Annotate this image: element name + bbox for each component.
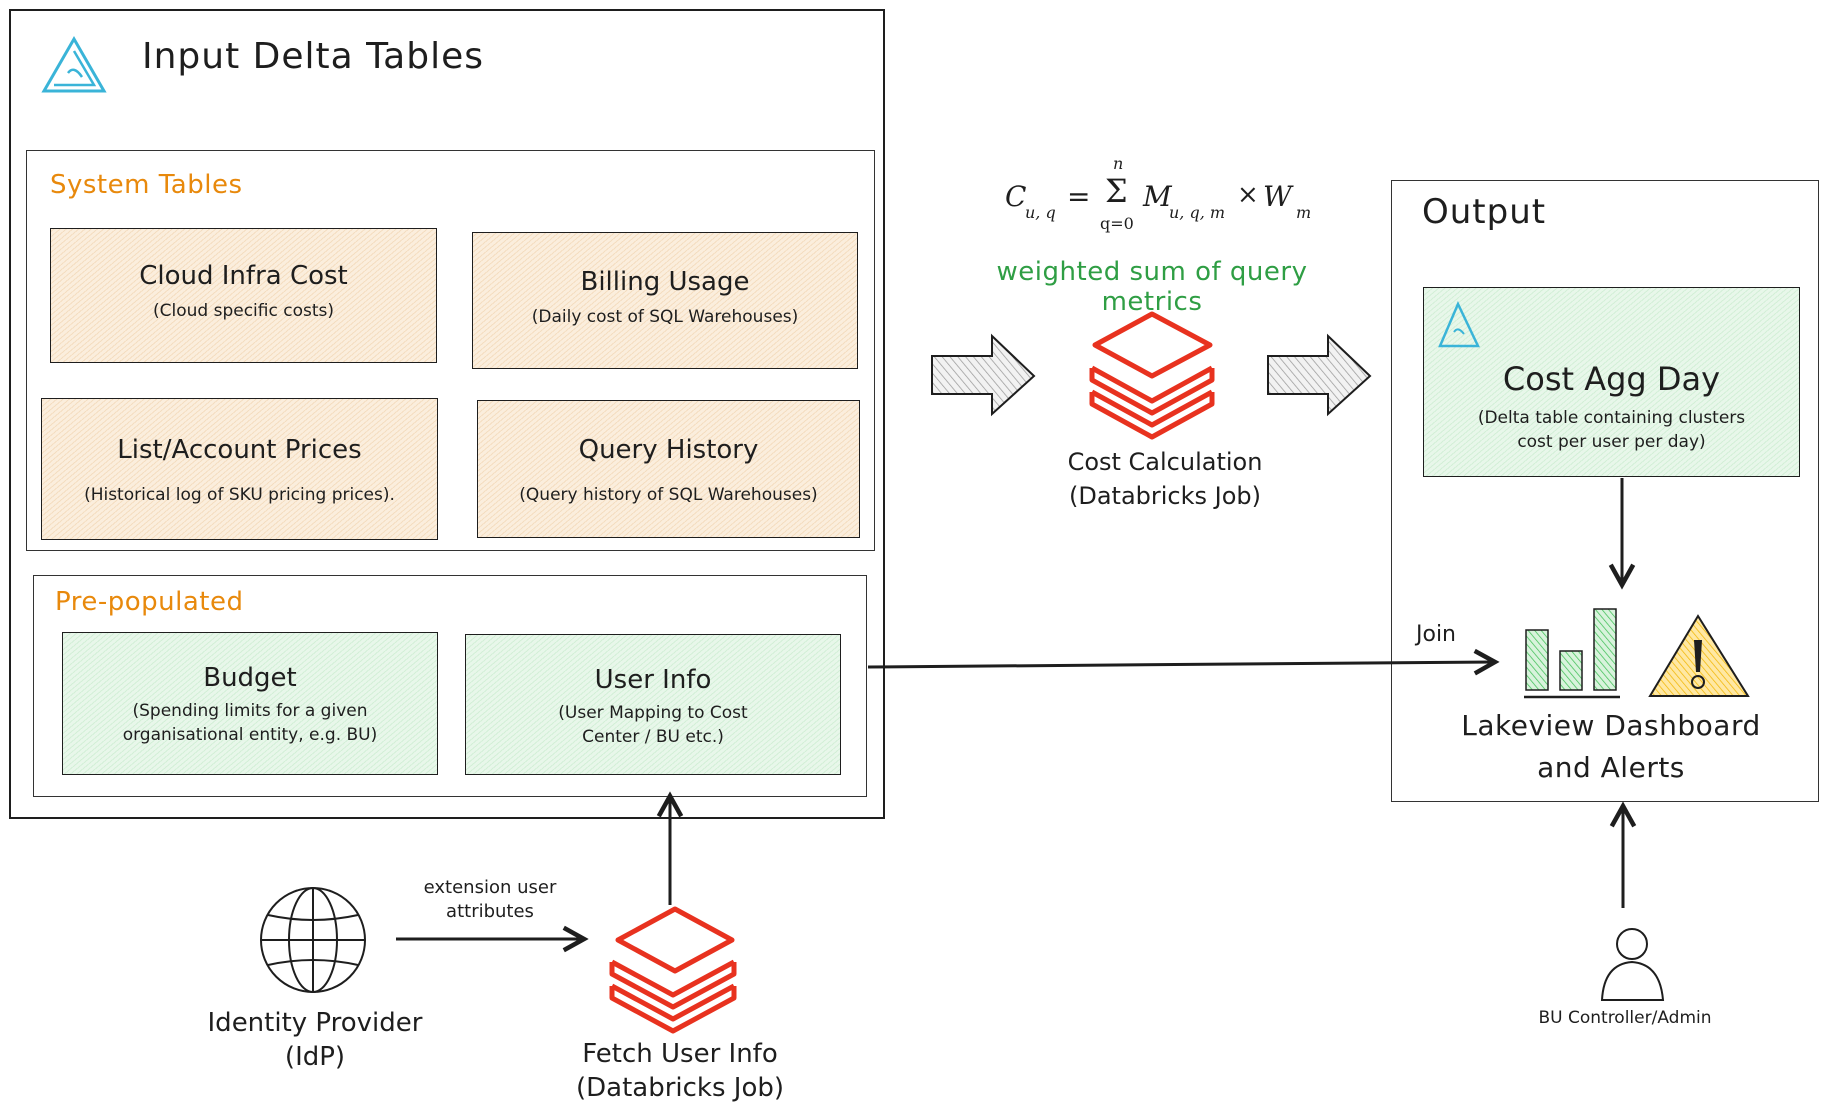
fetch-job-line1: Fetch User Info [582, 1039, 778, 1069]
input-frame-title: Input Delta Tables [142, 36, 484, 77]
billing-usage-card: Billing Usage (Daily cost of SQL Warehou… [472, 232, 858, 369]
card-subtitle: (Cloud specific costs) [153, 301, 334, 321]
flow-arrow-icon [1267, 333, 1372, 417]
extension-line1: extension user [423, 877, 557, 898]
person-icon [1600, 928, 1665, 1001]
output-title: Output [1422, 192, 1547, 232]
cost-calc-line2: (Databricks Job) [1068, 482, 1262, 510]
query-history-card: Query History (Query history of SQL Ware… [477, 400, 860, 538]
cloud-infra-cost-card: Cloud Infra Cost (Cloud specific costs) [50, 228, 437, 363]
card-title: User Info [594, 665, 712, 695]
card-title: Cost Agg Day [1502, 360, 1721, 398]
list-account-prices-card: List/Account Prices (Historical log of S… [41, 398, 438, 540]
idp-line2: (IdP) [284, 1042, 346, 1072]
formula-lhs-sub: u, q [1025, 203, 1056, 222]
pre-populated-frame [33, 575, 867, 797]
card-title: Query History [578, 435, 759, 465]
card-subtitle: (Delta table containing clusters cost pe… [1477, 408, 1746, 452]
card-title: Budget [203, 663, 297, 693]
card-subtitle: (Daily cost of SQL Warehouses) [531, 307, 799, 327]
formula-equals: = [1067, 180, 1091, 213]
sigma-icon: Σ [1105, 172, 1128, 210]
dashboard-label: Lakeview Dashboard and Alerts [1436, 705, 1786, 789]
join-arrow [867, 662, 1495, 667]
card-subtitle: (Query history of SQL Warehouses) [519, 485, 818, 505]
alert-warning-icon [1648, 614, 1750, 697]
card-title: Cloud Infra Cost [139, 261, 348, 291]
delta-lake-small-icon [1438, 300, 1480, 348]
fetch-job-line2: (Databricks Job) [575, 1073, 785, 1103]
card-title: Billing Usage [580, 267, 750, 297]
card-subtitle: (Spending limits for a given organisatio… [122, 701, 378, 745]
formula-sum-bottom: q=0 [1100, 214, 1134, 233]
controller-label: BU Controller/Admin [1538, 1008, 1712, 1028]
cost-calc-line1: Cost Calculation [1067, 448, 1263, 476]
formula-lhs: C [1005, 180, 1027, 213]
cost-calc-label: Cost Calculation (Databricks Job) [1015, 445, 1315, 513]
delta-lake-logo-icon [41, 35, 107, 93]
formula-w: W [1263, 180, 1292, 213]
databricks-logo-icon [1089, 311, 1215, 440]
bar-chart-icon [1524, 608, 1620, 699]
formula-times: × [1237, 180, 1259, 210]
dashboard-line2: and Alerts [1537, 751, 1685, 784]
join-label: Join [1416, 622, 1457, 647]
cost-agg-day-card: Cost Agg Day (Delta table containing clu… [1423, 287, 1800, 477]
user-info-card: User Info (User Mapping to Cost Center /… [465, 634, 841, 775]
system-tables-label: System Tables [50, 170, 243, 200]
fetch-job-label: Fetch User Info (Databricks Job) [540, 1037, 820, 1105]
flow-arrow-icon [931, 333, 1036, 417]
formula-m: M [1143, 180, 1172, 213]
card-subtitle: (User Mapping to Cost Center / BU etc.) [558, 703, 748, 747]
input-delta-tables-frame [9, 9, 885, 819]
extension-label: extension user attributes [395, 876, 585, 924]
formula-sum-top: n [1113, 154, 1124, 173]
card-subtitle: (Historical log of SKU pricing prices). [84, 485, 395, 505]
extension-line2: attributes [446, 901, 534, 922]
formula-w-sub: m [1296, 203, 1312, 222]
databricks-logo-icon [609, 906, 737, 1034]
system-tables-frame [26, 150, 875, 551]
output-frame [1391, 180, 1819, 802]
formula-m-sub: u, q, m [1169, 203, 1226, 222]
card-title: List/Account Prices [117, 435, 362, 465]
budget-card: Budget (Spending limits for a given orga… [62, 632, 438, 775]
idp-label: Identity Provider (IdP) [180, 1006, 450, 1074]
dashboard-line1: Lakeview Dashboard [1461, 709, 1761, 742]
pre-populated-label: Pre-populated [55, 587, 244, 617]
cost-formula: C u, q = n Σ q=0 M u, q, m × W m [1005, 154, 1325, 238]
globe-icon [260, 887, 366, 993]
idp-line1: Identity Provider [207, 1008, 423, 1038]
